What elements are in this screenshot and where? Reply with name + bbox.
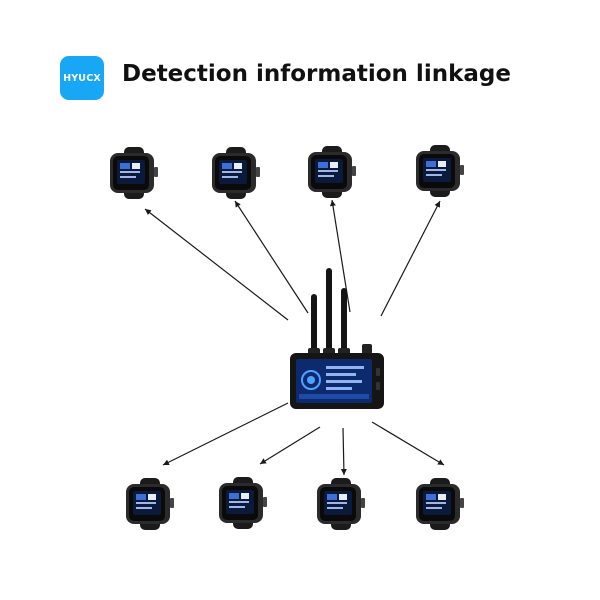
smartwatch-bottom-4 bbox=[416, 478, 464, 530]
handheld-detector bbox=[290, 268, 384, 409]
smartwatch-top-4 bbox=[416, 145, 464, 197]
arrow-to-watch-bottom-4 bbox=[371, 421, 445, 466]
smartwatch-top-1 bbox=[110, 147, 158, 199]
arrow-to-watch-top-1 bbox=[144, 208, 289, 321]
antenna-left bbox=[311, 294, 317, 354]
antenna-middle bbox=[326, 268, 332, 354]
radar-dial-icon bbox=[301, 370, 321, 390]
arrow-to-watch-bottom-3 bbox=[340, 427, 347, 476]
smartwatch-top-2 bbox=[212, 147, 260, 199]
smartwatch-bottom-3 bbox=[317, 478, 365, 530]
brand-logo-text: HYUCX bbox=[63, 72, 101, 84]
arrow-to-watch-bottom-2 bbox=[259, 426, 321, 465]
smartwatch-top-3 bbox=[308, 146, 356, 198]
arrow-to-watch-top-4 bbox=[380, 200, 441, 317]
antenna-right bbox=[341, 288, 347, 354]
power-knob bbox=[362, 344, 372, 354]
brand-logo: HYUCX bbox=[60, 56, 104, 100]
arrow-to-watch-bottom-1 bbox=[162, 402, 289, 466]
smartwatch-bottom-1 bbox=[126, 478, 174, 530]
page-title: Detection information linkage bbox=[122, 61, 511, 87]
arrow-to-watch-top-2 bbox=[234, 200, 309, 314]
smartwatch-bottom-2 bbox=[219, 477, 267, 529]
